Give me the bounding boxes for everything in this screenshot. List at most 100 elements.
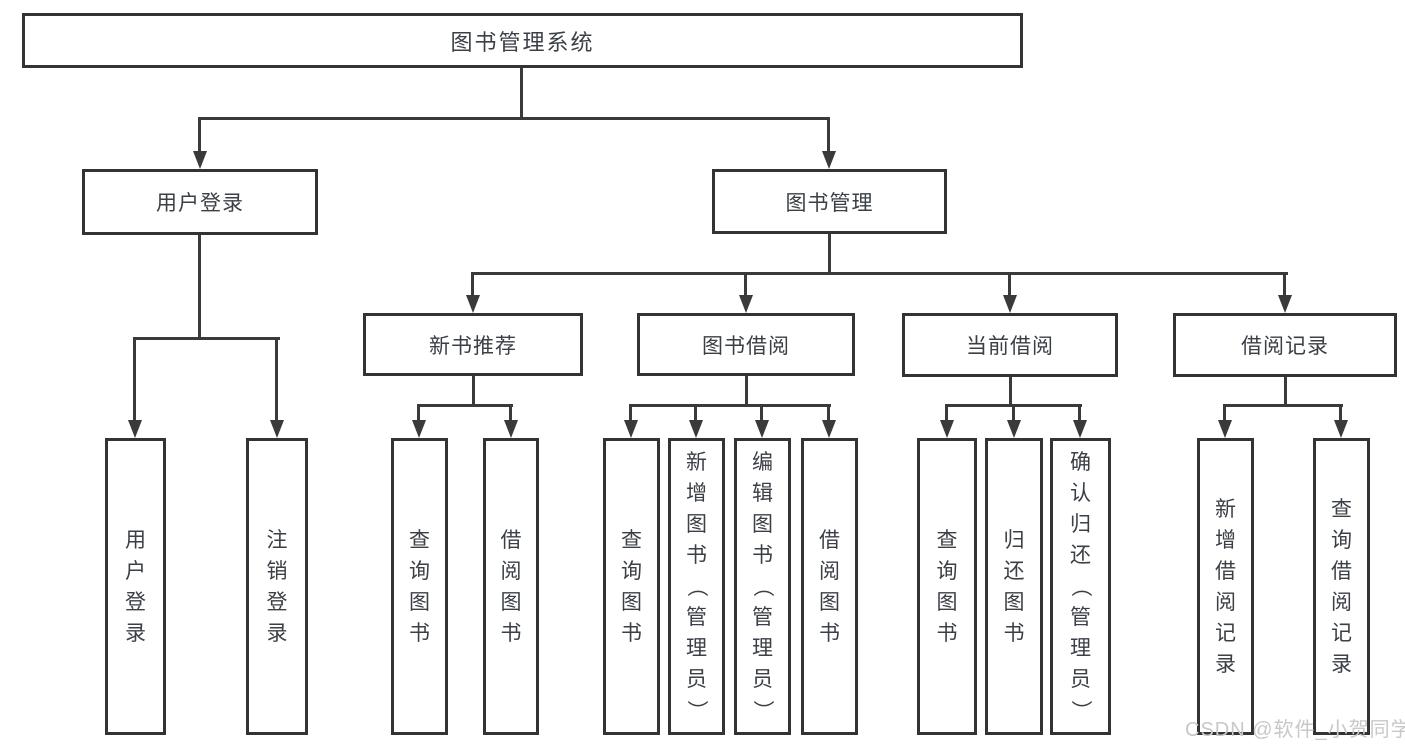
connector-root-stem	[520, 68, 523, 119]
connector-borrowing-records-stem	[1284, 377, 1287, 407]
leaf-label-char: 图	[936, 590, 958, 614]
arrow-down-icon	[128, 337, 142, 438]
leaf-label-char: 理	[686, 637, 707, 660]
connector-user-login-rail	[134, 337, 280, 340]
leaf-label-char: 理	[1070, 637, 1091, 660]
leaf-label-char: 辑	[752, 482, 773, 505]
node-current-borrowing: 当前借阅	[902, 313, 1118, 377]
leaf-label-char: 询	[1331, 528, 1352, 552]
arrow-down-icon	[1003, 272, 1017, 313]
connector-level1-rail	[199, 117, 830, 120]
leaf-label-char: （	[1069, 576, 1092, 597]
watermark-text: CSDN @软件_小贺同学	[1185, 719, 1405, 741]
arrow-down-icon	[624, 404, 638, 438]
arrow-down-icon	[822, 404, 836, 438]
leaf-label-char: 确	[1070, 451, 1091, 474]
arrow-down-icon	[822, 117, 836, 169]
arrow-down-icon	[739, 272, 753, 313]
leaf-label-char: 录	[266, 621, 288, 645]
leaf-label-char: 书	[686, 544, 707, 567]
leaf-label-char: 录	[125, 621, 146, 645]
leaf-label-char: 查	[1331, 497, 1352, 521]
leaf-query-books-current: 查询图书	[917, 438, 977, 735]
arrow-down-icon	[412, 404, 426, 438]
leaf-label-char: 借	[819, 528, 840, 552]
leaf-label-char: 阅	[500, 559, 522, 583]
leaf-label-char: 询	[409, 559, 430, 583]
arrow-down-icon	[270, 337, 284, 438]
leaf-label-char: 图	[686, 513, 707, 536]
arrow-down-icon	[1218, 404, 1232, 438]
node-root: 图书管理系统	[22, 13, 1023, 68]
leaf-label-char: 图	[409, 590, 430, 614]
leaf-query-books-borrow: 查询图书	[603, 438, 660, 735]
leaf-label-char: 新	[1215, 497, 1236, 521]
leaf-label-char: 归	[1003, 528, 1025, 552]
leaf-label-char: 书	[500, 621, 522, 645]
leaf-label-char: 管	[1070, 606, 1091, 629]
leaf-label-char: 增	[686, 482, 707, 505]
node-book-borrowing: 图书借阅	[637, 313, 855, 376]
connector-book-borrowing-stem	[745, 376, 748, 406]
leaf-label-char: ）	[685, 700, 708, 721]
arrow-down-icon	[1073, 404, 1087, 438]
leaf-label-char: 注	[266, 528, 288, 552]
leaf-label-char: 编	[752, 451, 773, 474]
leaf-label-char: 阅	[819, 559, 840, 583]
leaf-label-char: 用	[125, 528, 146, 552]
leaf-label-char: 录	[1215, 652, 1236, 676]
connector-book-borrowing-rail	[630, 404, 831, 407]
leaf-label-char: 书	[819, 621, 840, 645]
connector-new-book-rail	[418, 404, 513, 407]
arrow-down-icon	[1007, 404, 1021, 438]
leaf-query-books-new: 查询图书	[391, 438, 448, 735]
leaf-label-char: 记	[1215, 621, 1236, 645]
arrow-down-icon	[193, 117, 207, 169]
arrow-down-icon	[1278, 272, 1292, 313]
node-label: 图书管理系统	[450, 29, 595, 55]
leaf-label-char: （	[751, 576, 774, 597]
node-label: 新书推荐	[429, 334, 517, 358]
leaf-label-char: 还	[1003, 559, 1025, 583]
leaf-label-char: 录	[1331, 652, 1352, 676]
leaf-label-char: ）	[751, 700, 774, 721]
leaf-label-char: 认	[1070, 482, 1091, 505]
leaf-label-char: 查	[409, 528, 430, 552]
leaf-label-char: 理	[752, 637, 773, 660]
leaf-label-char: 查	[936, 528, 958, 552]
leaf-label-char: 还	[1070, 544, 1091, 567]
arrow-down-icon	[1334, 404, 1348, 438]
node-label: 用户登录	[156, 192, 244, 215]
leaf-label-char: 管	[752, 606, 773, 629]
leaf-label-char: 询	[621, 559, 642, 583]
leaf-user-login: 用户登录	[105, 438, 166, 735]
connector-book-management-rail	[472, 272, 1288, 275]
leaf-label-char: 记	[1331, 621, 1352, 645]
leaf-label-char: 图	[500, 590, 522, 614]
leaf-label-char: ）	[1069, 700, 1092, 721]
node-user-login: 用户登录	[82, 169, 318, 235]
leaf-label-char: 阅	[1215, 590, 1236, 614]
connector-new-book-stem	[472, 376, 475, 406]
leaf-label-char: 阅	[1331, 590, 1352, 614]
leaf-label-char: 图	[621, 590, 642, 614]
connector-borrowing-records-rail	[1224, 404, 1343, 407]
leaf-confirm-return-admin: 确认归还（管理员）	[1050, 438, 1111, 735]
leaf-label-char: 书	[1003, 621, 1025, 645]
leaf-label-char: 询	[936, 559, 958, 583]
node-borrowing-records: 借阅记录	[1173, 313, 1397, 377]
leaf-label-char: 书	[752, 544, 773, 567]
leaf-borrow-books-new: 借阅图书	[483, 438, 539, 735]
leaf-label-char: 员	[1070, 668, 1091, 691]
leaf-label-char: 图	[819, 590, 840, 614]
arrow-down-icon	[689, 404, 703, 438]
leaf-label-char: 新	[686, 451, 707, 474]
connector-user-login-stem	[198, 235, 201, 338]
node-label: 借阅记录	[1241, 335, 1329, 358]
leaf-label-char: （	[685, 576, 708, 597]
leaf-label-char: 书	[936, 621, 958, 645]
leaf-label-char: 登	[266, 590, 288, 614]
leaf-add-borrow-record: 新增借阅记录	[1197, 438, 1254, 735]
leaf-return-books: 归还图书	[985, 438, 1043, 735]
